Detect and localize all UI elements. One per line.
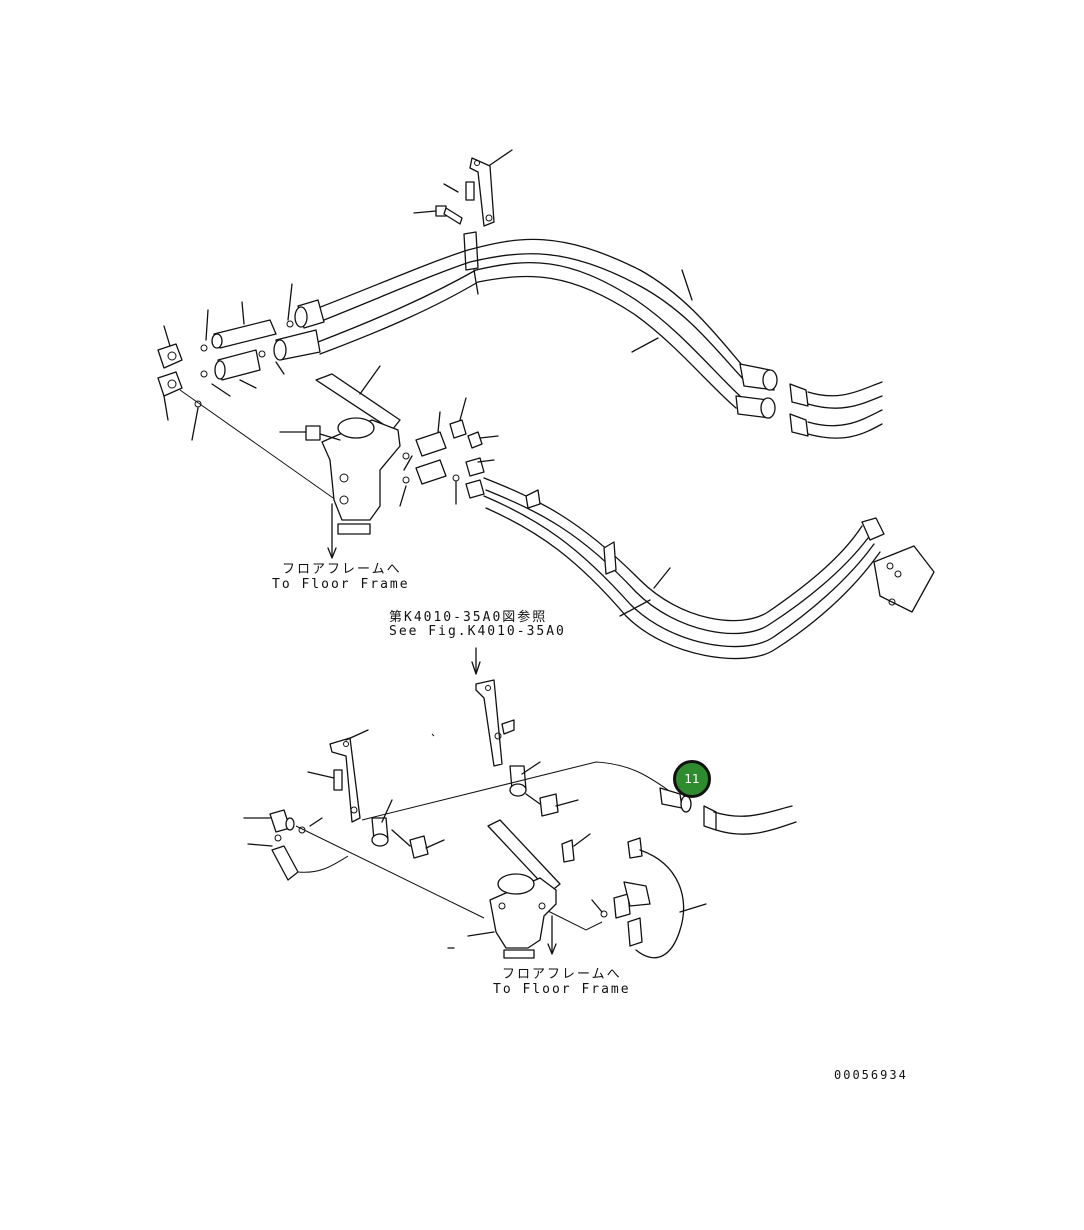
top-hoses <box>317 238 749 409</box>
valve-connector-fittings <box>399 397 499 507</box>
drawing-number: 00056934 <box>834 1068 908 1082</box>
part-callout-11[interactable]: 11 <box>673 760 711 798</box>
top-hose-fittings <box>273 299 883 439</box>
lower-hoses <box>483 477 935 660</box>
bottom-lines <box>295 761 797 931</box>
bottom-left-fittings <box>243 809 349 881</box>
bottom-bracket-left <box>307 729 369 823</box>
see-fig-en: See Fig.K4010-35A0 <box>389 624 566 639</box>
top-bracket <box>463 149 513 271</box>
misc-marks <box>431 733 435 737</box>
bottom-switch-harness <box>591 837 707 959</box>
bottom-pedal-valve <box>447 819 591 959</box>
floor-frame-bottom-en: To Floor Frame <box>493 982 631 997</box>
floor-frame-top-en: To Floor Frame <box>272 577 410 592</box>
floor-frame-bottom-jp: フロアフレームへ <box>502 967 622 982</box>
bottom-bracket-center <box>471 647 515 767</box>
see-fig-jp: 第K4010-35A0図参照 <box>389 610 548 625</box>
bottom-clamps <box>371 761 579 859</box>
floor-frame-top-jp: フロアフレームへ <box>282 562 402 577</box>
top-pedal-valve <box>279 365 401 559</box>
top-bolts <box>413 181 475 225</box>
left-fittings <box>157 283 337 501</box>
